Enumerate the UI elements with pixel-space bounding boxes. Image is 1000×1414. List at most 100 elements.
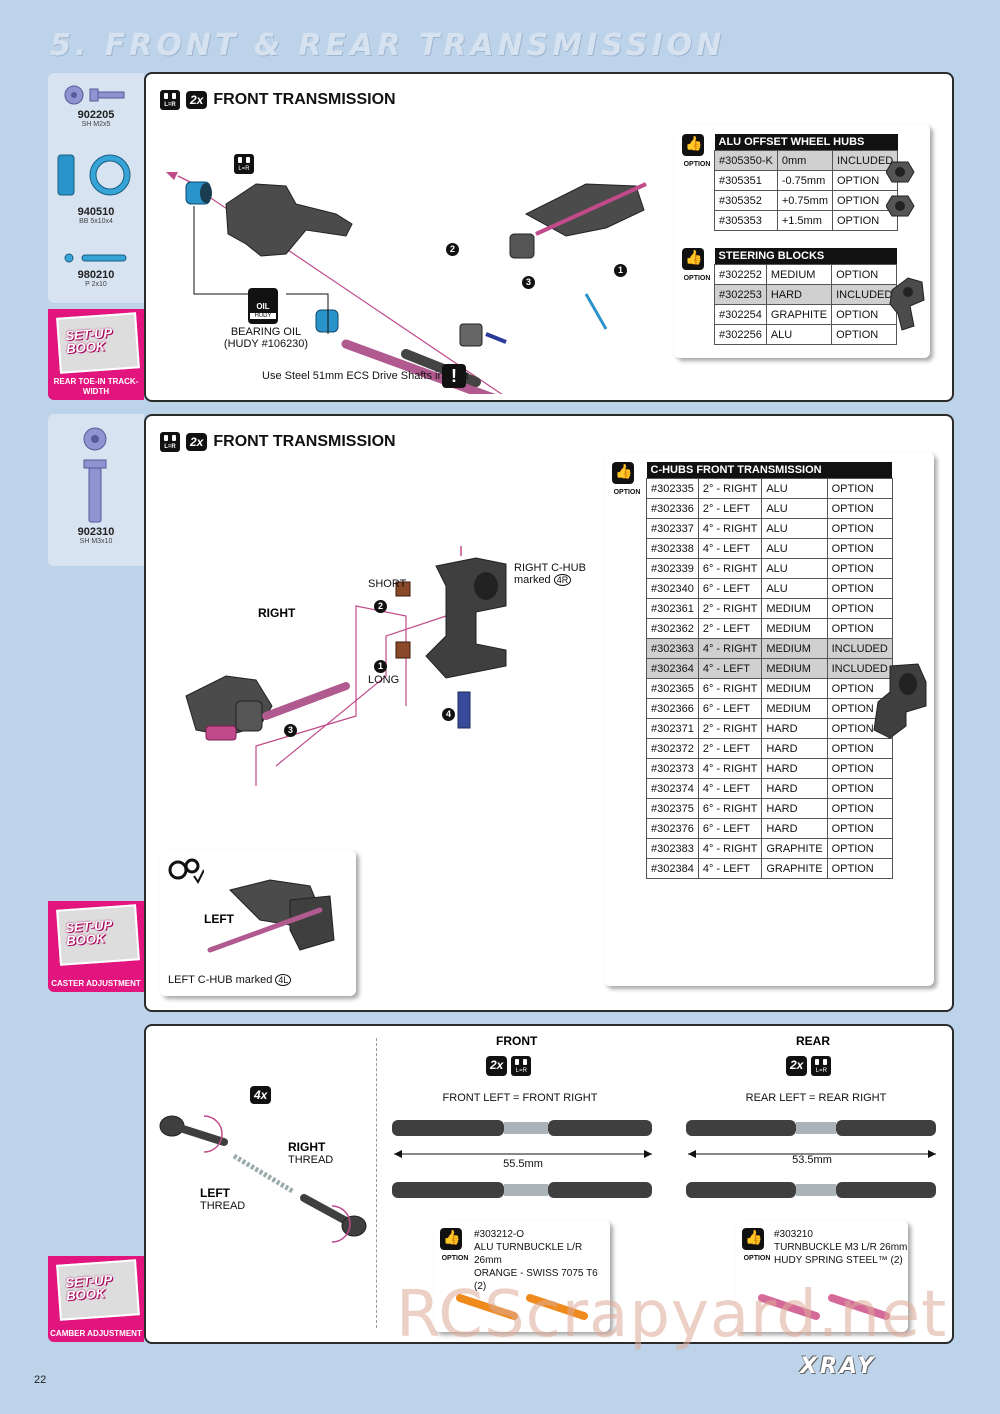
table-cell-pn: #302363 xyxy=(646,638,699,659)
table-cell-val: 0mm xyxy=(776,150,834,171)
table-cell-pn: #305351 xyxy=(714,170,778,191)
table-cell-val: -0.75mm xyxy=(776,170,834,191)
right-label: RIGHT xyxy=(258,606,296,620)
table-cell-status: OPTION xyxy=(831,210,899,231)
setup-caption: REAR TOE-IN TRACK-WIDTH xyxy=(53,377,139,396)
long-label: LONG xyxy=(368,674,400,686)
table-cell-mat: HARD xyxy=(761,718,828,739)
table-cell-mat: MEDIUM xyxy=(761,598,828,619)
step-panel-1: L=R 2x FRONT TRANSMISSION L=R OIL HUDY B… xyxy=(144,72,954,402)
brand-logo: XRAY xyxy=(800,1354,877,1379)
table-cell-angle: 6° - RIGHT xyxy=(697,798,763,819)
table-cell-status: OPTION xyxy=(826,598,893,619)
c-hub-icon xyxy=(870,662,930,747)
callout-2: 2 xyxy=(446,239,459,257)
table-cell-status: OPTION xyxy=(826,558,893,579)
caution-icon: ! xyxy=(442,364,466,388)
table-cell-angle: 6° - RIGHT xyxy=(697,678,763,699)
page-number: 22 xyxy=(34,1374,47,1386)
turnbuckle-assembly-diagram xyxy=(159,1115,367,1243)
table-cell-mat: MEDIUM xyxy=(761,658,828,679)
table-cell-mat: HARD xyxy=(761,738,828,759)
table-cell-pn: #302337 xyxy=(646,518,699,539)
option-rear-turnbuckle: OPTION #303210 TURNBUCKLE M3 L/R 26mm HU… xyxy=(736,1220,908,1332)
table-cell-angle: 4° - RIGHT xyxy=(697,518,763,539)
part-size: SH M3x10 xyxy=(79,538,113,545)
short-label: SHORT xyxy=(368,578,407,590)
option-icon: OPTION xyxy=(742,1228,772,1262)
setup-caption: CAMBER ADJUSTMENT xyxy=(50,1329,142,1338)
table-cell-mat: ALU xyxy=(761,478,828,499)
table-title: C-HUBS FRONT TRANSMISSION xyxy=(646,462,893,479)
table-cell-angle: 4° - RIGHT xyxy=(697,838,763,859)
table-cell-val: MEDIUM xyxy=(765,264,833,285)
table-cell-status: OPTION xyxy=(826,498,893,519)
table-cell-val: HARD xyxy=(765,284,833,305)
table-cell-status: OPTION xyxy=(831,264,898,285)
callout-4: 4 xyxy=(442,704,455,722)
table-cell-mat: HARD xyxy=(761,818,828,839)
table-cell-angle: 2° - LEFT xyxy=(697,618,763,639)
table-cell-angle: 2° - RIGHT xyxy=(697,478,763,499)
setup-book-label: SET-UP BOOK xyxy=(64,325,113,357)
table-cell-pn: #302384 xyxy=(646,858,699,879)
table-cell-pn: #302373 xyxy=(646,758,699,779)
table-cell-status: OPTION xyxy=(831,304,898,325)
screw-902205-icon xyxy=(62,83,132,107)
table-cell-pn: #302254 xyxy=(714,304,767,325)
setup-book-icon: SET-UP BOOK xyxy=(56,1259,140,1321)
table-cell-status: OPTION xyxy=(826,838,893,859)
setup-book-caster[interactable]: SET-UP BOOK CASTER ADJUSTMENT xyxy=(48,901,144,992)
bearing-oil-label: BEARING OIL (HUDY #106230) xyxy=(223,326,309,350)
front-equation: FRONT LEFT = FRONT RIGHT xyxy=(442,1092,598,1104)
table-cell-pn: #302336 xyxy=(646,498,699,519)
table-cell-pn: #302383 xyxy=(646,838,699,859)
pin-980210-icon xyxy=(62,251,132,265)
thumb-up-icon xyxy=(742,1228,764,1250)
table-cell-mat: MEDIUM xyxy=(761,638,828,659)
table-cell-angle: 6° - RIGHT xyxy=(697,558,763,579)
table-cell-angle: 6° - LEFT xyxy=(697,818,763,839)
front-length: 55.5mm xyxy=(503,1158,543,1170)
step-header: L=R 2x FRONT TRANSMISSION xyxy=(160,90,396,110)
mark-4r-icon: 4R xyxy=(553,574,572,586)
table-cell-pn: #302361 xyxy=(646,598,699,619)
table-cell-angle: 2° - LEFT xyxy=(697,498,763,519)
table-cell-pn: #302364 xyxy=(646,658,699,679)
rear-turnbuckle-diagram xyxy=(686,1120,936,1198)
thumb-up-icon xyxy=(682,248,704,270)
left-label: LEFT xyxy=(204,912,234,926)
oil-bottle-icon: OIL HUDY xyxy=(248,288,278,324)
front-turnbuckle-diagram xyxy=(392,1120,652,1198)
divider xyxy=(376,1038,378,1328)
step-title: FRONT TRANSMISSION xyxy=(213,433,396,450)
table-cell-mat: MEDIUM xyxy=(761,698,828,719)
c-hubs-options-box: OPTION C-HUBS FRONT TRANSMISSION #302335… xyxy=(604,452,934,986)
table-cell-angle: 4° - LEFT xyxy=(697,778,763,799)
right-c-hub-label: RIGHT C-HUB marked 4R xyxy=(514,562,586,586)
quantity-badge: 2x xyxy=(186,433,208,451)
left-c-hub-diagram xyxy=(207,879,335,953)
setup-book-camber[interactable]: SET-UP BOOK CAMBER ADJUSTMENT xyxy=(48,1256,144,1342)
callout-2: 2 xyxy=(374,596,387,614)
step-panel-3: 4x RIGHT THREAD LEFT THREAD FRONT 2x L=R… xyxy=(144,1024,954,1344)
callout-3: 3 xyxy=(522,272,535,290)
option-hubs-icon: OPTION xyxy=(682,134,712,168)
table-cell-pn: #302256 xyxy=(714,324,767,345)
setup-book-toe-in[interactable]: SET-UP BOOK REAR TOE-IN TRACK-WIDTH xyxy=(48,309,144,400)
